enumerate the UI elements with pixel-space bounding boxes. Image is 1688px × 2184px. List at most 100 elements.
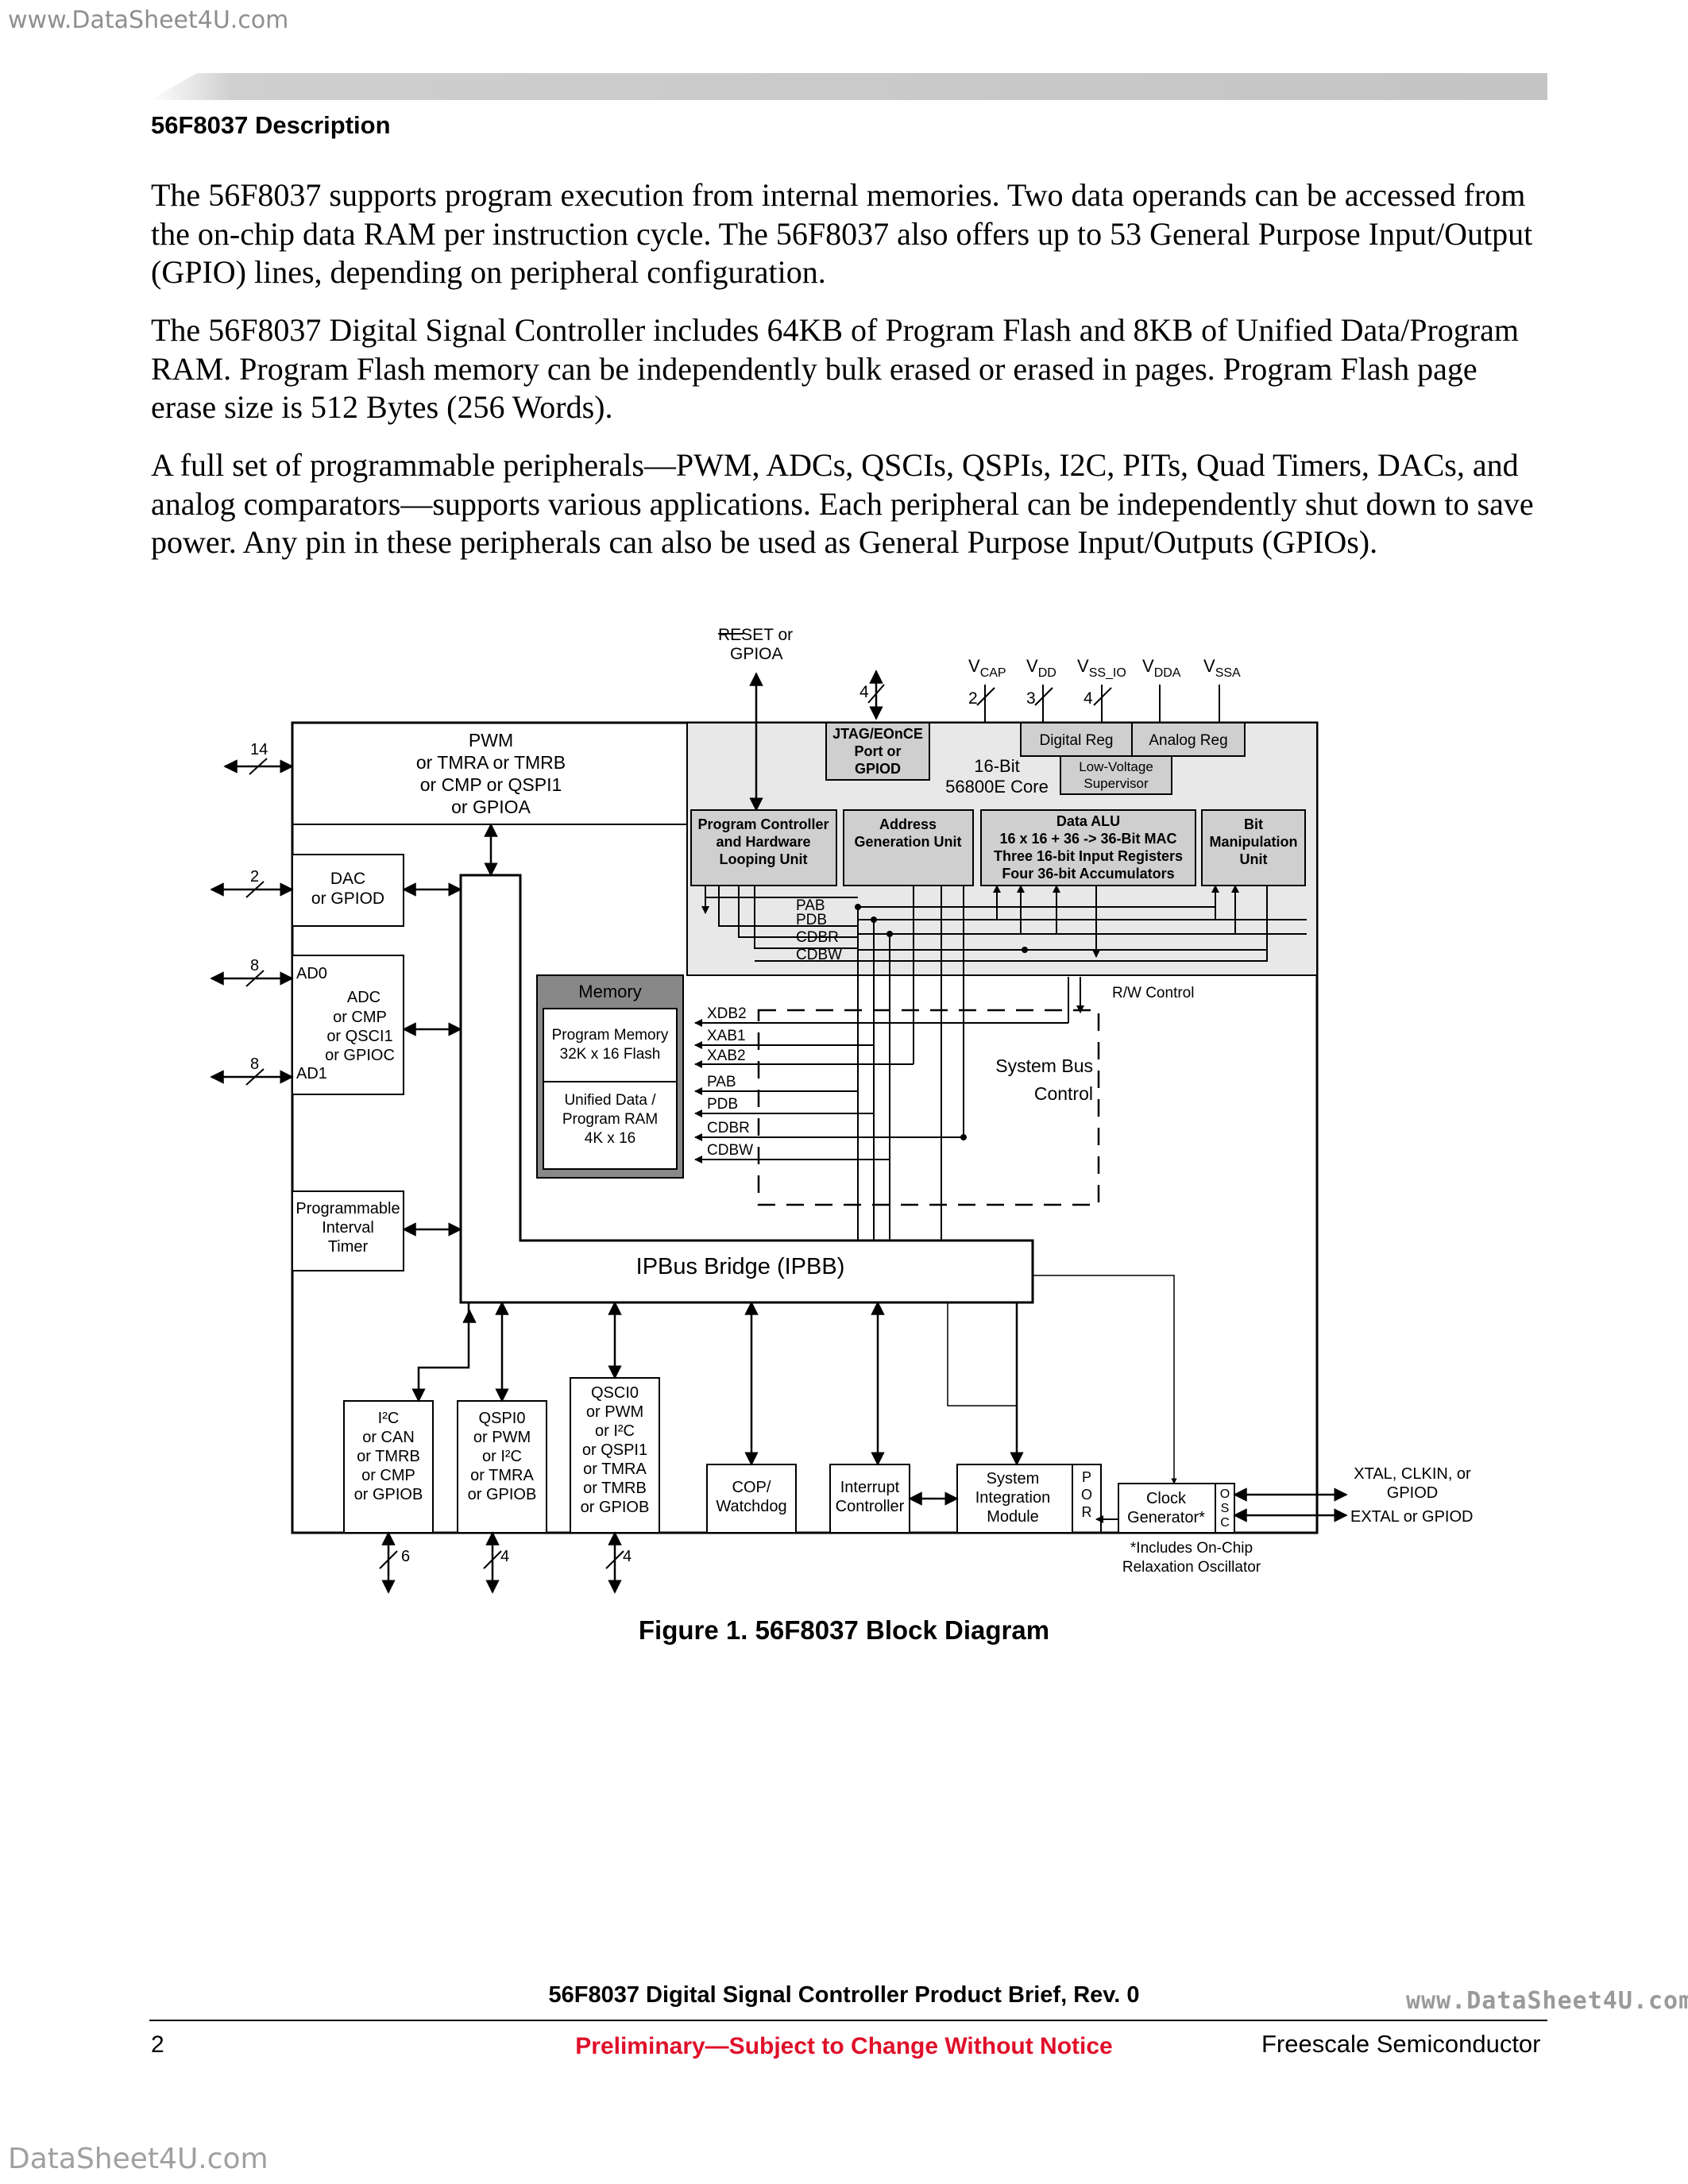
ipbus-bus-shape — [459, 874, 1034, 1304]
adc-box — [292, 955, 404, 1095]
mem-bus-pab: PAB — [707, 1074, 736, 1090]
alu-label-4: Four 36-bit Accumulators — [1002, 866, 1174, 882]
dac-label-1: DAC — [330, 870, 365, 888]
por-label-p: P — [1082, 1469, 1091, 1485]
core-bus-cdbw: CDBW — [796, 947, 842, 963]
program-memory-label-1: Program Memory — [552, 1027, 669, 1044]
preliminary-notice: Preliminary—Subject to Change Without No… — [575, 2033, 1113, 2059]
mem-bus-xab1: XAB1 — [707, 1028, 746, 1044]
unified-ram-label-3: 4K x 16 — [585, 1130, 635, 1147]
dac-box — [292, 854, 404, 927]
system-bus-control-box — [757, 1009, 1100, 1206]
bmu-label-1: Bit — [1244, 816, 1263, 832]
i2c-label-1: I²C — [378, 1410, 400, 1427]
pit-box — [292, 1190, 404, 1271]
mem-bus-xdb2: XDB2 — [707, 1005, 747, 1022]
pit-label-2: Interval — [322, 1219, 374, 1237]
adc-top-pin-count: 8 — [250, 957, 259, 974]
footer-title: 56F8037 Digital Signal Controller Produc… — [548, 1982, 1140, 2008]
vcap-label: VCAP — [968, 656, 1006, 680]
jtag-label-2: Port or — [854, 743, 901, 759]
company-name: Freescale Semiconductor — [1261, 2030, 1541, 2058]
qspi0-label-1: QSPI0 — [479, 1410, 526, 1427]
i2c-pin-count: 6 — [401, 1548, 410, 1565]
qsci0-label-1: QSCI0 — [591, 1384, 639, 1402]
jtag-label-3: GPIOD — [855, 761, 901, 777]
vcap-count: 2 — [968, 689, 978, 708]
qspi0-label-2: or PWM — [473, 1429, 531, 1446]
qspi0-label-5: or GPIOB — [468, 1486, 537, 1503]
xtal-label-1: XTAL, CLKIN, or — [1354, 1465, 1471, 1483]
cop-box — [706, 1464, 797, 1534]
alu-label-2: 16 x 16 + 36 -> 36-Bit MAC — [999, 831, 1176, 847]
memory-title: Memory — [578, 982, 641, 1001]
analog-reg-label: Analog Reg — [1149, 732, 1227, 749]
xtal-label-2: GPIOD — [1387, 1484, 1438, 1502]
watermark-bottom: DataSheet4U.com — [8, 2143, 268, 2175]
mem-bus-xab2: XAB2 — [707, 1048, 746, 1064]
intc-box — [829, 1464, 910, 1534]
i2c-label-5: or GPIOB — [354, 1486, 423, 1503]
pwm-label-4: or GPIOA — [451, 797, 531, 817]
qspi0-label-3: or I²C — [482, 1448, 522, 1465]
qsci0-label-6: or TMRB — [583, 1480, 647, 1497]
agu-label-2: Generation Unit — [854, 834, 961, 850]
dac-label-2: or GPIOD — [311, 889, 384, 908]
qspi0-box — [457, 1400, 547, 1534]
reset-gpioa-label: GPIOA — [730, 645, 783, 663]
i2c-box — [343, 1400, 434, 1534]
qspi0-label-4: or TMRA — [470, 1467, 534, 1484]
bmu-label-3: Unit — [1240, 851, 1268, 867]
por-label-o: O — [1081, 1487, 1092, 1503]
watermark-right: www.DataSheet4U.com — [1406, 1987, 1688, 2015]
qsci0-pin-count: 4 — [623, 1548, 632, 1565]
adc-ad0-label: AD0 — [296, 965, 327, 982]
sim-label-2: Integration — [975, 1489, 1051, 1507]
core-bus-pab: PAB — [796, 897, 825, 914]
ipbb-label: IPBus Bridge (IPBB) — [636, 1254, 845, 1279]
sim-label-3: Module — [987, 1508, 1039, 1526]
adc-label-2: or CMP — [333, 1009, 387, 1026]
core-label-1: 16-Bit — [974, 756, 1019, 776]
pc-unit-label-2: and Hardware — [716, 834, 810, 850]
pwm-label-1: PWM — [469, 730, 513, 751]
vss-io-count: 4 — [1083, 689, 1093, 708]
page-number: 2 — [151, 2032, 164, 2058]
intc-label-2: Controller — [836, 1498, 905, 1515]
jtag-box — [825, 722, 930, 781]
pc-unit-label-1: Program Controller — [697, 816, 829, 832]
qsci0-label-5: or TMRA — [583, 1461, 647, 1478]
vss-io-label: VSS_IO — [1077, 656, 1126, 680]
adc-ad1-label: AD1 — [296, 1065, 327, 1082]
dac-pin-count: 2 — [250, 868, 259, 886]
i2c-label-3: or TMRB — [357, 1448, 420, 1465]
watermark-top: www.DataSheet4U.com — [8, 6, 289, 34]
pwm-label-3: or CMP or QSPI1 — [420, 774, 562, 795]
vdd-label: VDD — [1026, 656, 1056, 680]
core-bus-cdbr: CDBR — [796, 929, 839, 946]
qsci0-label-2: or PWM — [586, 1403, 643, 1421]
mem-bus-cdbr: CDBR — [707, 1120, 750, 1136]
intc-label-1: Interrupt — [840, 1479, 900, 1496]
unified-ram-label-1: Unified Data / — [564, 1092, 656, 1109]
pwm-label-2: or TMRA or TMRB — [416, 752, 566, 773]
i2c-label-2: or CAN — [362, 1429, 415, 1446]
digital-reg-label: Digital Reg — [1040, 732, 1114, 749]
alu-box — [980, 809, 1196, 886]
qspi0-pin-count: 4 — [500, 1548, 509, 1565]
pc-unit-box — [690, 809, 837, 886]
block-diagram: RESET or GPIOA 4 VCAP 2 VDD 3 VSS_IO 4 V… — [210, 626, 1473, 1594]
rw-control-label: R/W Control — [1112, 985, 1194, 1001]
osc-label-o: O — [1220, 1488, 1230, 1501]
adc-label-4: or GPIOC — [325, 1047, 395, 1064]
alu-label-1: Data ALU — [1056, 813, 1120, 829]
footer-rule — [149, 2020, 1547, 2021]
cop-label-1: COP/ — [732, 1479, 771, 1496]
core-bus-pdb: PDB — [796, 912, 827, 928]
program-memory-box — [543, 1008, 678, 1082]
figure-caption: Figure 1. 56F8037 Block Diagram — [638, 1615, 1050, 1645]
pit-label-1: Programmable — [295, 1200, 400, 1217]
lvs-label-2: Supervisor — [1083, 776, 1149, 791]
pit-label-3: Timer — [328, 1238, 369, 1256]
sim-label-1: System — [987, 1470, 1040, 1488]
